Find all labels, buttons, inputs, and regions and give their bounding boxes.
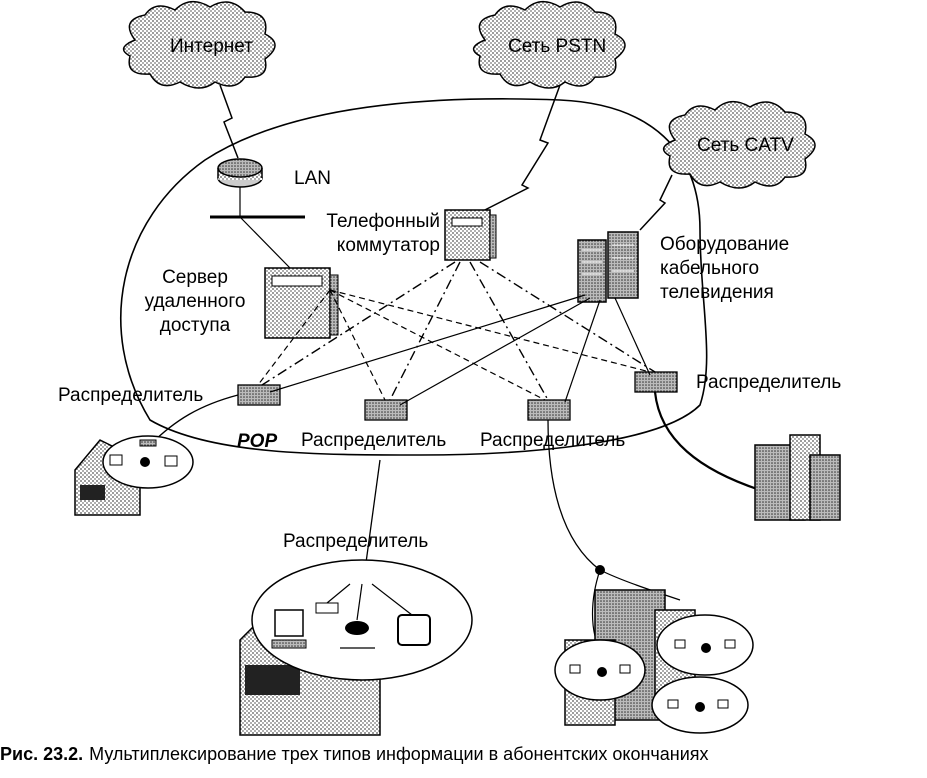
distributor-bottom-label: Распределитель — [283, 531, 429, 552]
cable-equipment-label-3: телевидения — [660, 282, 774, 303]
lan-label: LAN — [294, 168, 331, 189]
house-bottom-icon — [239, 559, 473, 736]
server-links — [257, 289, 651, 401]
access-server-icon — [264, 267, 339, 339]
internet-cloud — [122, 1, 276, 89]
access-server-label-3: доступа — [159, 315, 231, 336]
internet-link — [219, 84, 239, 159]
pop-label: POP — [237, 431, 278, 452]
distributor-mid1-label: Распределитель — [301, 430, 447, 451]
phone-switch-label-2: коммутатор — [336, 235, 440, 256]
figure-caption: Рис. 23.2.Мультиплексирование трех типов… — [0, 744, 927, 765]
phone-links — [261, 261, 656, 401]
catv-link — [639, 174, 673, 231]
pstn-cloud — [472, 1, 626, 89]
building-right-icon — [754, 434, 841, 521]
catv-cloud — [662, 101, 816, 189]
internet-cloud-label: Интернет — [170, 36, 253, 57]
phone-switch-icon — [444, 209, 497, 261]
cable-links — [269, 294, 651, 406]
distributor-mid2-label: Распределитель — [480, 430, 626, 451]
caption-number: Рис. 23.2. — [0, 744, 84, 764]
dist-mid1-to-bottom — [364, 459, 381, 571]
distributor-right-label: Распределитель — [696, 372, 842, 393]
cable-equipment-label-1: Оборудование — [660, 234, 790, 255]
lan-to-server — [239, 216, 291, 269]
dist-right-to-building — [653, 391, 761, 492]
dist-mid2-to-block — [547, 419, 601, 571]
cable-equipment-label-2: кабельного — [660, 258, 760, 279]
router-icon — [217, 158, 263, 188]
access-server-label-2: удаленного — [144, 291, 246, 312]
pstn-cloud-label: Сеть PSTN — [508, 36, 607, 57]
access-server-label-1: Сервер — [162, 267, 228, 288]
phone-switch-label-1: Телефонный — [326, 211, 440, 232]
caption-text: Мультиплексирование трех типов информаци… — [89, 744, 709, 764]
catv-cloud-label: Сеть CATV — [697, 135, 794, 156]
pstn-link — [474, 84, 561, 216]
cable-equipment-icon — [577, 231, 639, 303]
apartment-block-icon — [554, 589, 754, 734]
pop-boundary — [120, 98, 708, 456]
distributor-left-label: Распределитель — [58, 385, 204, 406]
house-left-icon — [74, 435, 194, 516]
